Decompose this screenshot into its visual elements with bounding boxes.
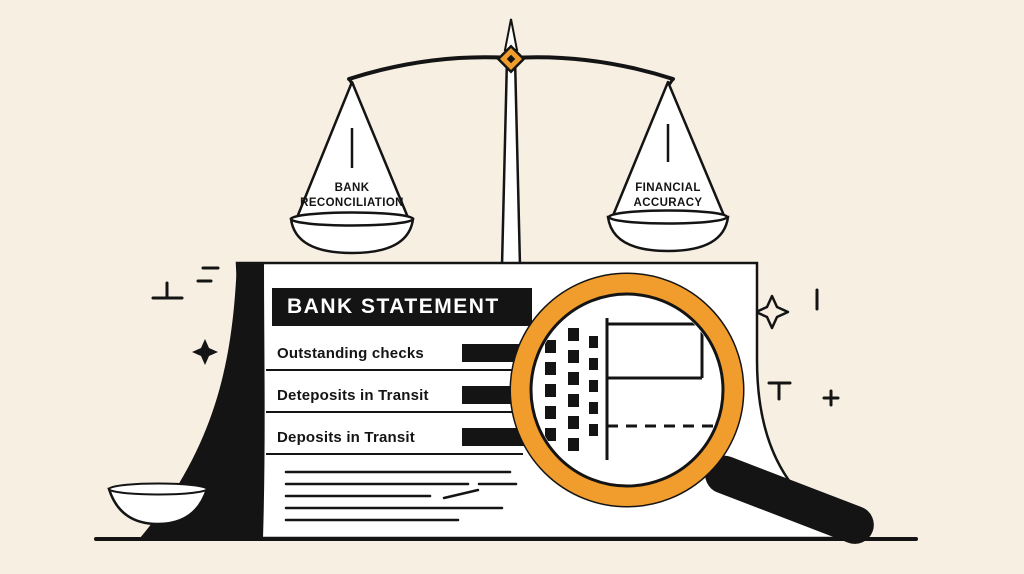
left-pan xyxy=(289,80,415,255)
right-pan xyxy=(606,80,730,253)
page-curl xyxy=(140,262,265,538)
paper-roll-end xyxy=(107,482,209,526)
text-line xyxy=(442,488,480,500)
text-lines xyxy=(284,470,518,522)
title-bar xyxy=(272,288,532,326)
lens-inner xyxy=(529,292,725,488)
sparkle-marks-right xyxy=(767,288,840,407)
lens-ring xyxy=(511,274,743,506)
magnifier-handle xyxy=(705,455,874,544)
sparkle-marks-left xyxy=(151,266,220,300)
four-point-star-icon xyxy=(754,294,790,330)
bowl-rim xyxy=(108,482,208,496)
balance-scale-icon xyxy=(289,18,730,268)
lens-chart xyxy=(545,318,721,460)
magnifying-glass-icon xyxy=(509,272,745,508)
four-point-star-icon xyxy=(192,339,218,365)
scale-post xyxy=(500,56,522,268)
bowl xyxy=(107,487,209,526)
diamond-ornament-icon xyxy=(496,44,526,74)
chart-dashes xyxy=(545,328,598,451)
